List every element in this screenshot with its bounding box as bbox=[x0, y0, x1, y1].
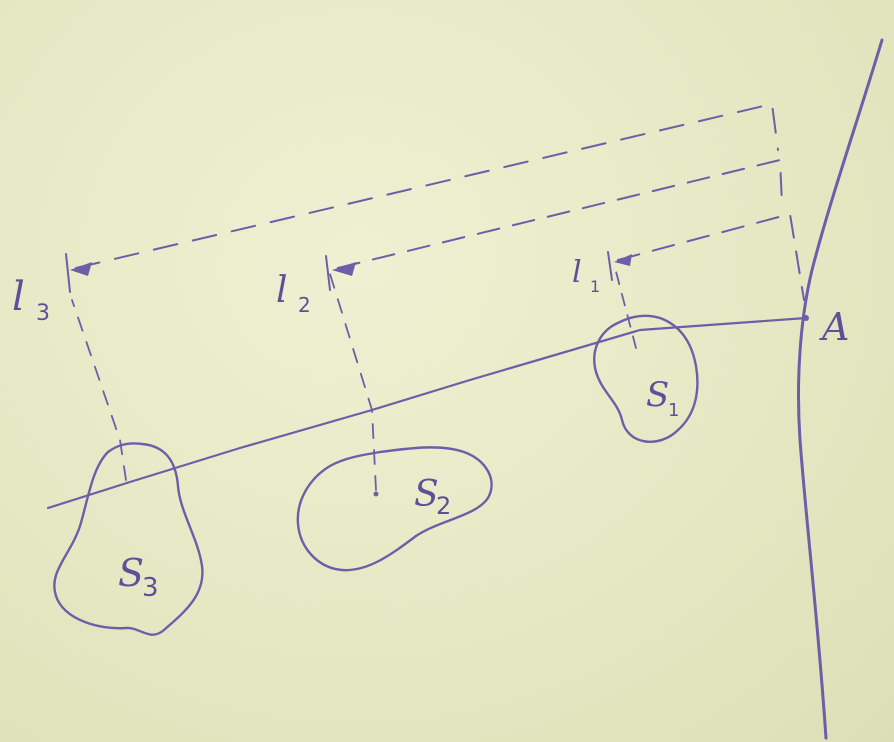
label-l3: l 3 bbox=[12, 274, 50, 326]
perpendicular-s3 bbox=[71, 299, 127, 481]
arrowhead-l3 bbox=[70, 262, 92, 276]
tick-l3 bbox=[65, 253, 71, 293]
label-point-a: A bbox=[819, 305, 849, 349]
label-s2-main: S bbox=[414, 474, 439, 515]
label-s1-sub: 1 bbox=[668, 400, 679, 421]
arrowhead-l1 bbox=[614, 254, 632, 266]
label-l2-sub: 2 bbox=[298, 293, 311, 317]
label-l1-main: l bbox=[572, 255, 582, 290]
region-s1-outline bbox=[593, 314, 699, 443]
label-s1-main: S bbox=[646, 375, 669, 415]
label-l1-sub: 1 bbox=[590, 277, 600, 296]
perpendicular-s2 bbox=[329, 273, 377, 491]
label-s2: S 2 bbox=[414, 474, 451, 520]
label-l3-sub: 3 bbox=[36, 301, 50, 326]
label-s2-sub: 2 bbox=[436, 492, 451, 520]
label-s3-sub: 3 bbox=[142, 573, 159, 603]
tick-l1 bbox=[607, 251, 613, 281]
distance-arrow-l2 bbox=[337, 159, 783, 269]
arrowhead-l2 bbox=[332, 262, 356, 276]
label-s3: S 3 bbox=[118, 551, 159, 603]
region-s2-outline bbox=[296, 446, 493, 572]
label-l1: l 1 bbox=[572, 255, 600, 296]
region-s2-point bbox=[373, 491, 379, 497]
region-s3-outline bbox=[53, 442, 204, 636]
point-a-dot bbox=[803, 315, 809, 321]
perpendicular-s1 bbox=[613, 263, 637, 349]
label-l2: l 2 bbox=[276, 270, 311, 317]
label-s1: S 1 bbox=[646, 375, 679, 421]
label-l2-main: l bbox=[276, 270, 288, 311]
label-l3-main: l bbox=[12, 274, 25, 320]
label-s3-main: S bbox=[118, 551, 144, 595]
distance-arrow-l1 bbox=[617, 213, 805, 301]
boundary-curve bbox=[797, 38, 884, 740]
tick-l2 bbox=[325, 255, 331, 291]
